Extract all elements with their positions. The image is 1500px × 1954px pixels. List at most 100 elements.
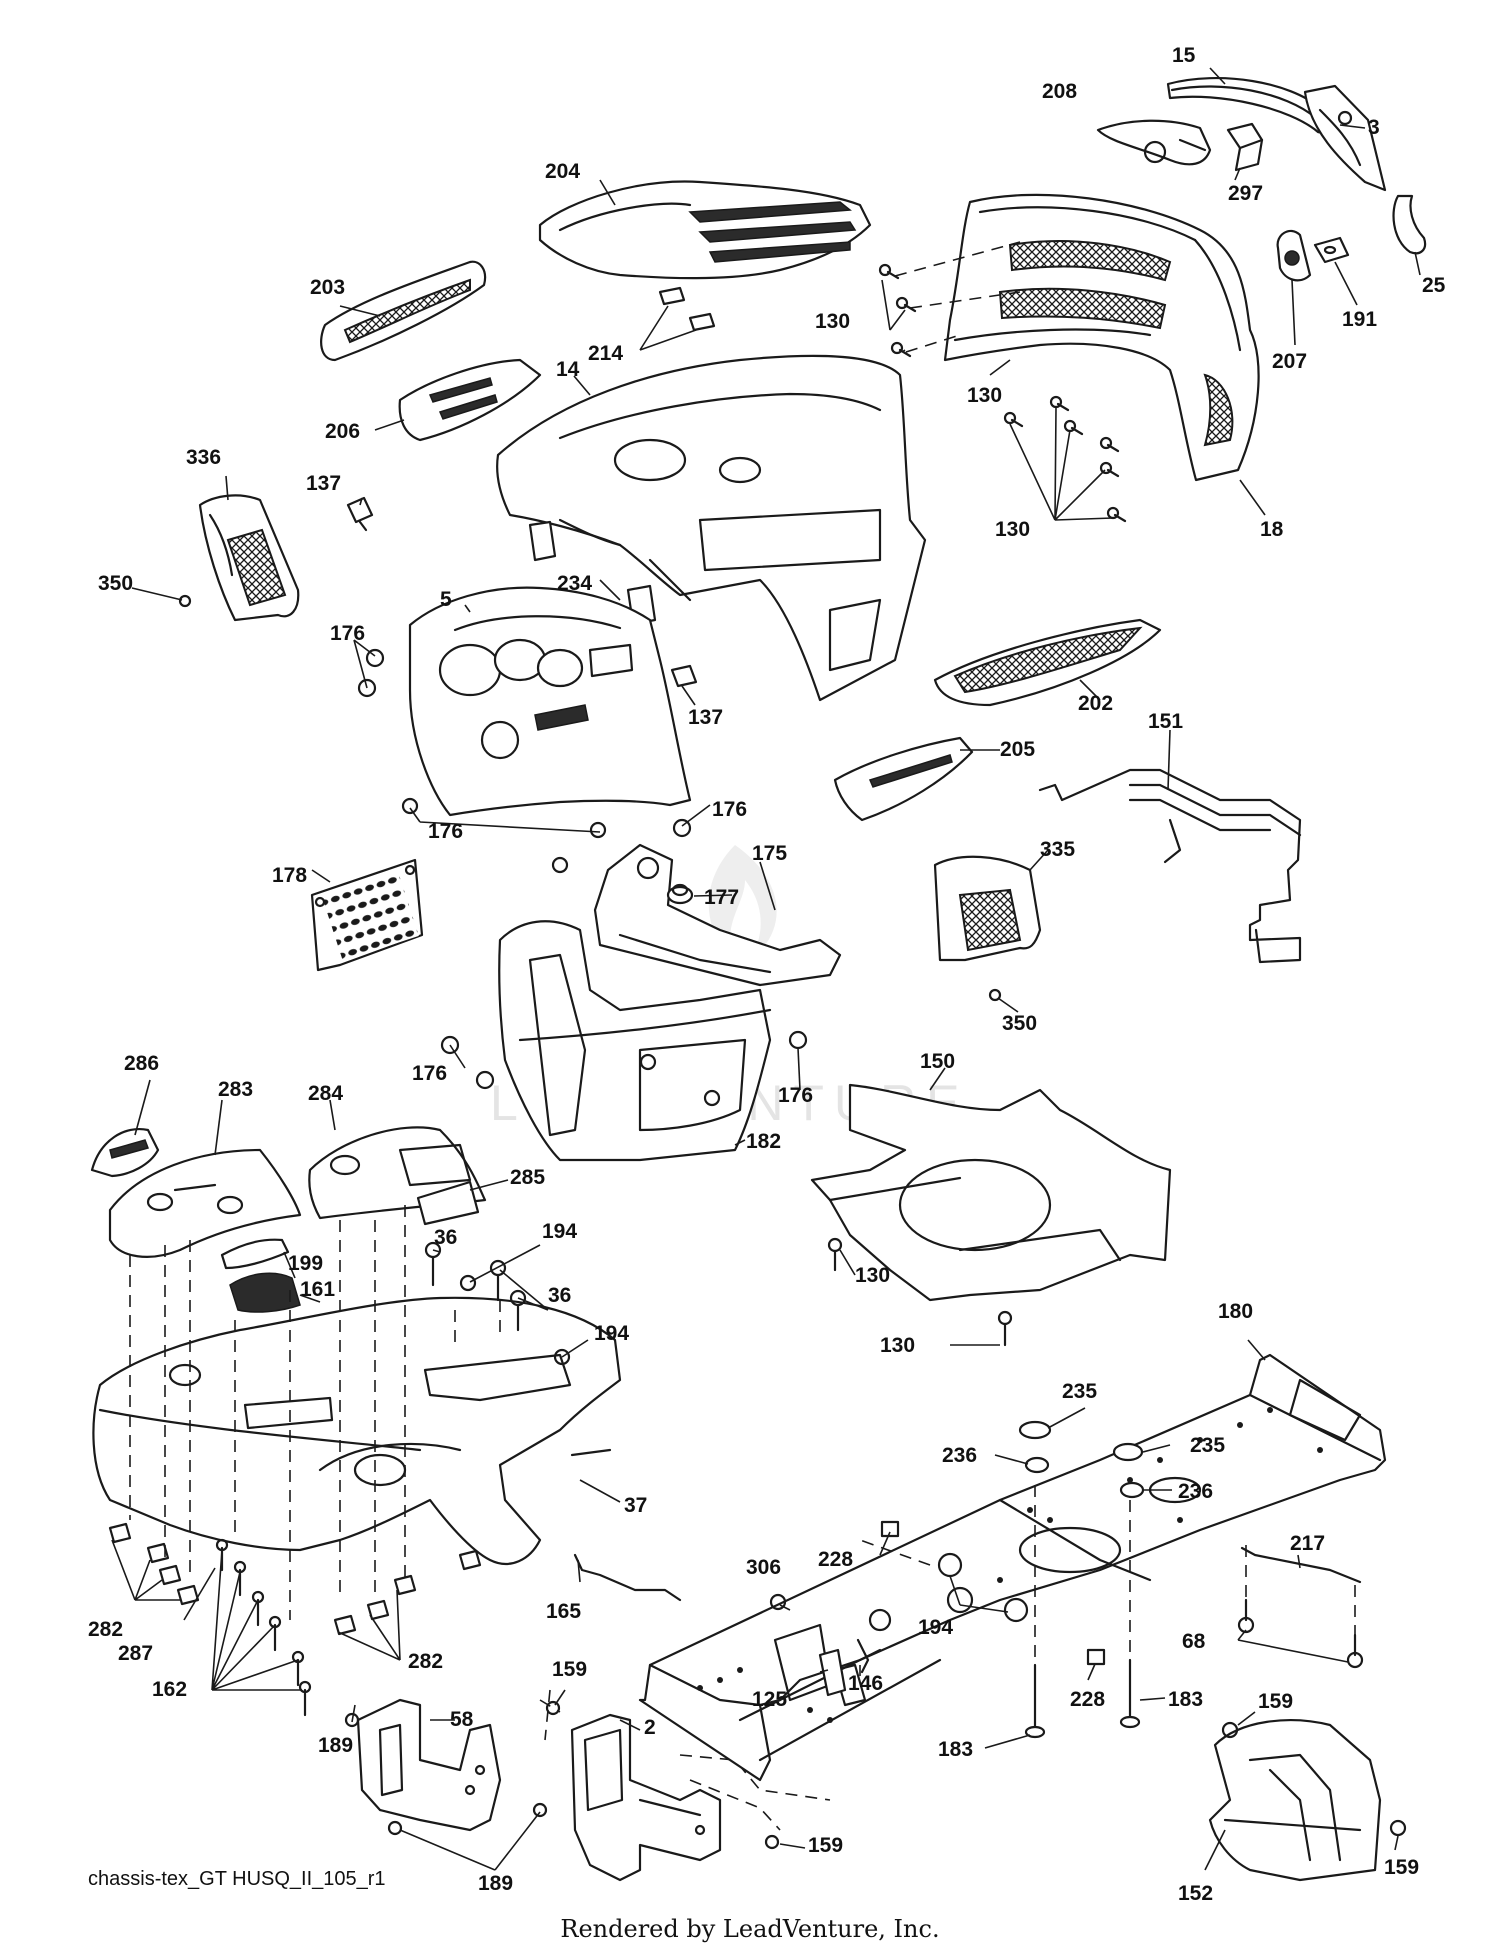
vent-plate-178[interactable] (310, 858, 424, 972)
callout-130-e[interactable]: 130 (880, 1334, 915, 1357)
grommet-177[interactable] (666, 883, 694, 905)
callout-236-b[interactable]: 236 (1178, 1480, 1213, 1503)
callout-165[interactable]: 165 (546, 1600, 581, 1623)
callout-297[interactable]: 297 (1228, 182, 1263, 205)
callout-228-a[interactable]: 228 (818, 1548, 853, 1571)
clip-234[interactable] (528, 520, 657, 626)
callout-162[interactable]: 162 (152, 1678, 187, 1701)
callout-194-b[interactable]: 194 (594, 1322, 629, 1345)
callout-137-a[interactable]: 137 (306, 472, 341, 495)
rod-217[interactable] (1240, 1546, 1362, 1584)
headlight-bracket-208[interactable] (1096, 119, 1212, 166)
bolts-183[interactable] (1024, 1658, 1141, 1739)
callout-284[interactable]: 284 (308, 1082, 343, 1105)
panel-bracket-175[interactable] (593, 843, 842, 987)
callout-194-c[interactable]: 194 (918, 1616, 953, 1639)
callout-159-a[interactable]: 159 (552, 1658, 587, 1681)
callout-176-b[interactable]: 176 (712, 798, 747, 821)
screws-159-brackets[interactable] (545, 1700, 780, 1850)
callout-285[interactable]: 285 (510, 1166, 545, 1189)
spacer-125[interactable] (818, 1648, 847, 1697)
callout-178[interactable]: 178 (272, 864, 307, 887)
bushings-235-236[interactable] (1018, 1420, 1145, 1499)
callout-203[interactable]: 203 (310, 276, 345, 299)
callout-36-a[interactable]: 36 (434, 1226, 457, 1249)
callout-130-b[interactable]: 130 (967, 384, 1002, 407)
bolts-68[interactable] (1237, 1598, 1364, 1669)
callout-335[interactable]: 335 (1040, 838, 1075, 861)
screw-350-right[interactable] (988, 988, 1002, 1002)
clips-214[interactable] (658, 286, 716, 332)
callout-189-b[interactable]: 189 (478, 1872, 513, 1895)
footrest-152[interactable] (1208, 1719, 1382, 1882)
screws-162[interactable] (215, 1538, 312, 1717)
callout-175[interactable]: 175 (752, 842, 787, 865)
callout-159-c[interactable]: 159 (808, 1834, 843, 1857)
callout-214[interactable]: 214 (588, 342, 623, 365)
callout-159-b[interactable]: 159 (1258, 1690, 1293, 1713)
grille-side-3[interactable] (1303, 84, 1387, 192)
screws-130-shield[interactable] (827, 1237, 1013, 1347)
clips-282[interactable] (108, 1522, 482, 1636)
callout-130-c[interactable]: 130 (995, 518, 1030, 541)
callout-183-a[interactable]: 183 (1168, 1688, 1203, 1711)
callout-228-b[interactable]: 228 (1070, 1688, 1105, 1711)
shield-150[interactable] (810, 1083, 1172, 1302)
callout-5[interactable]: 5 (440, 588, 452, 611)
cover-286[interactable] (90, 1127, 160, 1178)
callout-2[interactable]: 2 (644, 1716, 656, 1739)
headlight-207[interactable] (1276, 229, 1312, 282)
rod-165[interactable] (573, 1553, 682, 1602)
dash-panel-5[interactable] (408, 586, 692, 817)
callout-235-a[interactable]: 235 (1062, 1380, 1097, 1403)
callout-176-e[interactable]: 176 (778, 1084, 813, 1107)
callout-336[interactable]: 336 (186, 446, 221, 469)
bolts-159-footrest[interactable] (1221, 1721, 1407, 1837)
callout-207[interactable]: 207 (1272, 350, 1307, 373)
callout-176-c[interactable]: 176 (428, 820, 463, 843)
callout-182[interactable]: 182 (746, 1130, 781, 1153)
side-panel-336[interactable] (198, 494, 300, 622)
clip-137-right[interactable] (670, 664, 698, 688)
hood-vent-204[interactable] (538, 180, 872, 280)
callout-350-b[interactable]: 350 (1002, 1012, 1037, 1035)
callout-146[interactable]: 146 (848, 1672, 883, 1695)
callout-191[interactable]: 191 (1342, 308, 1377, 331)
callout-287[interactable]: 287 (118, 1642, 153, 1665)
bracket-151[interactable] (1038, 768, 1302, 964)
callout-161[interactable]: 161 (300, 1278, 335, 1301)
callout-130-a[interactable]: 130 (815, 310, 850, 333)
handle-285[interactable] (416, 1180, 480, 1226)
callout-177[interactable]: 177 (704, 886, 739, 909)
callout-151[interactable]: 151 (1148, 710, 1183, 733)
callout-3[interactable]: 3 (1368, 116, 1380, 139)
callout-234[interactable]: 234 (557, 572, 592, 595)
callout-137-b[interactable]: 137 (688, 706, 723, 729)
callout-282-b[interactable]: 282 (408, 1650, 443, 1673)
bolts-36[interactable] (424, 1241, 527, 1332)
screw-350-left[interactable] (178, 594, 192, 608)
bracket-58[interactable] (356, 1698, 502, 1832)
callout-176-d[interactable]: 176 (412, 1062, 447, 1085)
headlight-insert-203[interactable] (320, 260, 487, 362)
callout-235-b[interactable]: 235 (1190, 1434, 1225, 1457)
fender-cover-283[interactable] (108, 1148, 302, 1258)
grille-202[interactable] (933, 618, 1162, 707)
callout-18[interactable]: 18 (1260, 518, 1284, 541)
callout-58[interactable]: 58 (450, 1708, 474, 1731)
callout-37[interactable]: 37 (624, 1494, 647, 1517)
callout-159-d[interactable]: 159 (1384, 1856, 1419, 1879)
callout-25[interactable]: 25 (1422, 274, 1446, 297)
callout-217[interactable]: 217 (1290, 1532, 1325, 1555)
fender-37[interactable] (92, 1296, 622, 1565)
callout-282-a[interactable]: 282 (88, 1618, 123, 1641)
callout-125[interactable]: 125 (752, 1688, 787, 1711)
bracket-191[interactable] (1313, 236, 1350, 264)
callout-283[interactable]: 283 (218, 1078, 253, 1101)
clip-137-left[interactable] (346, 496, 374, 532)
callout-236-a[interactable]: 236 (942, 1444, 977, 1467)
callout-208[interactable]: 208 (1042, 80, 1077, 103)
callout-36-b[interactable]: 36 (548, 1284, 571, 1307)
callout-189-a[interactable]: 189 (318, 1734, 353, 1757)
grommets-176-dash[interactable] (357, 648, 692, 839)
